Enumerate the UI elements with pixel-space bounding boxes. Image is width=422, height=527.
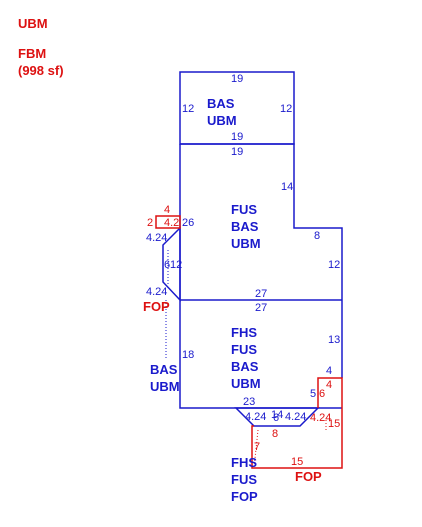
legend-area: (998 sf) [18, 63, 64, 78]
dim-top-left: 12 [182, 103, 194, 115]
dim-left-12: 12 [170, 259, 182, 271]
dim-second-top: 19 [231, 146, 243, 158]
area-right-fop: FOP [295, 469, 322, 484]
dim-third-top2: 27 [255, 302, 267, 314]
second-section-outline [180, 143, 343, 300]
area-top-l1: BAS [207, 96, 235, 111]
dim-second-right-upper: 14 [281, 181, 293, 193]
dim-third-bottom: 23 [243, 396, 255, 408]
area-third-l1: FHS [231, 325, 257, 340]
dim-left-2: 2 [147, 217, 153, 229]
area-third-l4: UBM [231, 376, 261, 391]
dim-top-width: 19 [231, 73, 243, 85]
dim-left-424-bot: 4.24 [146, 286, 167, 298]
area-second-l1: FUS [231, 202, 257, 217]
area-bottom-l1: FHS [231, 455, 257, 470]
dim-left-26: 26 [182, 217, 194, 229]
dim-left-4: 4 [164, 204, 170, 216]
left-bay-outline [162, 226, 181, 302]
area-second-l3: UBM [231, 236, 261, 251]
dim-bottom-5: 5 [310, 388, 316, 400]
dim-third-left: 18 [182, 349, 194, 361]
dim-bottom-4-red: 4 [326, 379, 332, 391]
right-porch-outline [251, 377, 343, 469]
dim-top-bottom: 19 [231, 131, 243, 143]
dim-bay-8: 8 [272, 428, 278, 440]
legend-fbm: FBM [18, 46, 47, 61]
dim-bottom-4-top: 4 [326, 365, 332, 377]
legend-ubm: UBM [18, 16, 48, 31]
dim-left-6: 6 [164, 259, 170, 271]
fop-leader-line [253, 429, 259, 469]
area-left-fop: FOP [143, 299, 170, 314]
dim-bay-6: 6 [273, 412, 279, 424]
area-left-bas-l1: BAS [150, 362, 178, 377]
area-left-bas-l2: UBM [150, 379, 180, 394]
area-third-l3: BAS [231, 359, 259, 374]
left-porch-outline [155, 215, 181, 229]
area-bottom-l2: FUS [231, 472, 257, 487]
area-bottom-l3: FOP [231, 489, 258, 504]
dim-third-top1: 27 [255, 288, 267, 300]
area-second-l2: BAS [231, 219, 259, 234]
area-top-l2: UBM [207, 113, 237, 128]
area-third-l2: FUS [231, 342, 257, 357]
dim-third-right: 13 [328, 334, 340, 346]
dim-bay-424-right: 4.24 [285, 411, 306, 423]
dim-second-notch: 8 [314, 230, 320, 242]
dim-left-42: 4.2 [164, 217, 179, 229]
dim-bay-424-left: 4.24 [245, 411, 266, 423]
dim-red-15-side: 15 [328, 418, 340, 430]
dim-left-424-top: 4.24 [146, 232, 167, 244]
dim-second-right-lower: 12 [328, 259, 340, 271]
dim-red-7: 7 [254, 441, 260, 453]
dim-red-15-bottom: 15 [291, 456, 303, 468]
dim-top-right: 12 [280, 103, 292, 115]
dim-red-424: 4.24 [310, 412, 331, 424]
dim-bay-14: 14 [271, 409, 283, 421]
bottom-bay-outline [234, 407, 320, 427]
dim-bottom-6: 6 [319, 388, 325, 400]
